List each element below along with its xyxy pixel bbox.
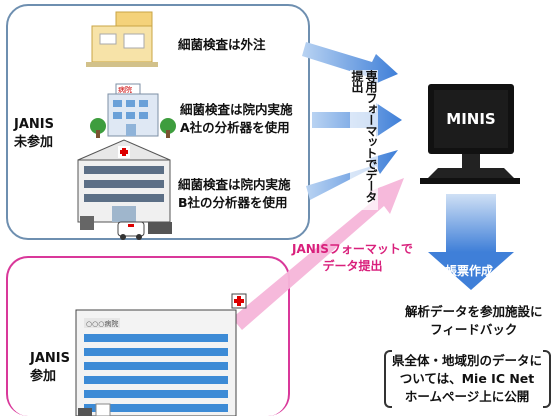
minis-label: MINIS — [446, 110, 495, 128]
hospital-a-text: 細菌検査は院内実施 A社の分析器を使用 — [180, 102, 293, 135]
feedback-text: 解析データを参加施設に フィードバック — [405, 304, 543, 337]
report-down-arrow — [428, 194, 514, 290]
left-bracket — [384, 350, 392, 408]
minis-computer-icon — [420, 84, 520, 184]
dedicated-format-label: 専用フォーマットでデータ提出 — [350, 70, 378, 210]
janis-participant-label: JANIS 参加 — [30, 351, 70, 384]
janis-format-arrow — [232, 178, 404, 330]
participant-hospital-building-icon: ○○○病院 — [75, 293, 247, 416]
clinic-building-icon — [86, 11, 158, 67]
janis-format-label: JANISフォーマットで データ提出 — [292, 242, 413, 273]
janis-nonparticipant-label: JANIS 未参加 — [14, 117, 54, 150]
right-bracket — [543, 350, 551, 408]
public-data-text: 県全体・地域別のデータに ついては、Mie IC Net ホームページ上に公開 — [392, 353, 543, 404]
hospital-b-building-icon — [77, 139, 172, 240]
janis-nonparticipant-group — [6, 4, 310, 240]
hospital-a-building-icon: 病院 — [90, 83, 176, 138]
svg-text:病院: 病院 — [118, 85, 132, 94]
report-creation-label: 帳票作成 — [445, 264, 494, 278]
svg-text:○○○病院: ○○○病院 — [86, 319, 118, 328]
hospital-b-text: 細菌検査は院内実施 B社の分析器を使用 — [178, 177, 291, 210]
janis-participant-group — [6, 256, 290, 416]
outsourced-text: 細菌検査は外注 — [178, 37, 266, 52]
